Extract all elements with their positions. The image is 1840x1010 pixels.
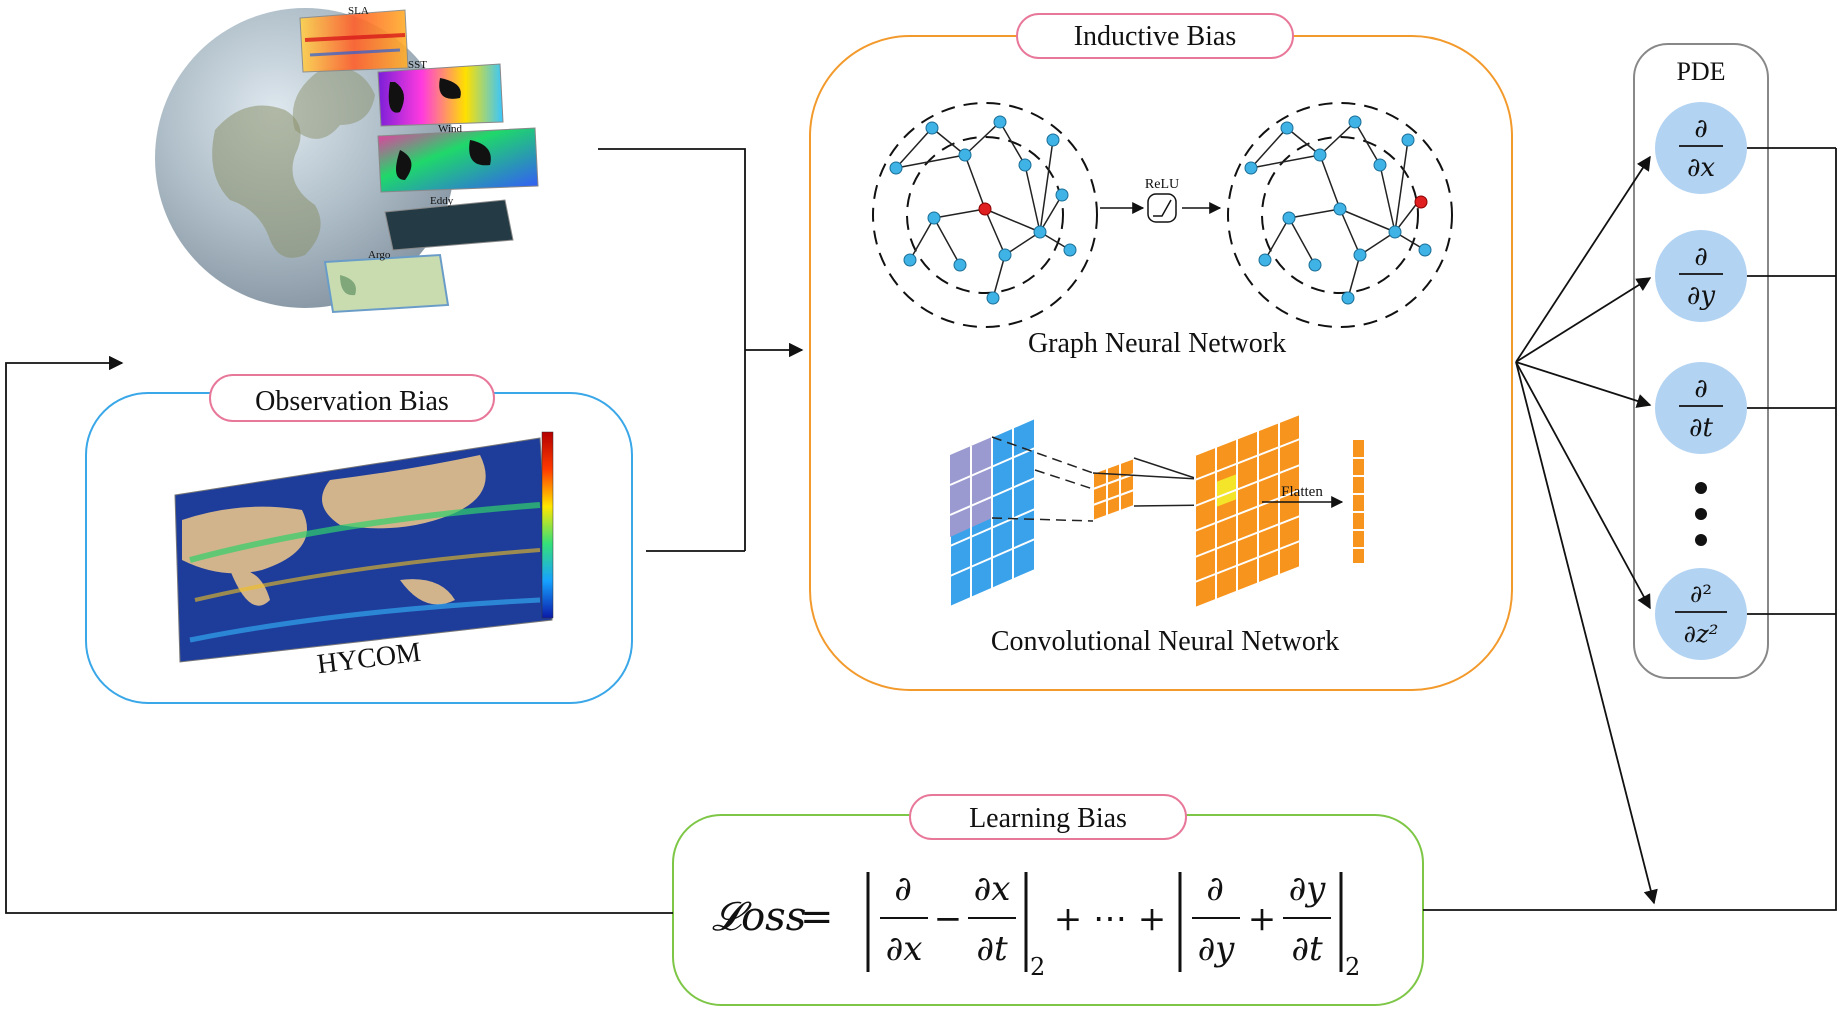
- term3-denominator: ∂y: [1198, 929, 1236, 969]
- layer-argo: Argo: [323, 249, 450, 314]
- norm1-subscript: 2: [1030, 953, 1045, 981]
- cnn-illustration: Flatten: [949, 412, 1364, 610]
- term1-minus: −: [934, 899, 963, 939]
- layer-sla: SLA: [299, 5, 409, 73]
- earth-land: [212, 105, 321, 258]
- layer-sst-label: SST: [408, 59, 427, 71]
- earth-land-2: [292, 67, 375, 139]
- pde-dx-numerator: ∂: [1694, 114, 1707, 144]
- pde-node-dy: ∂ ∂y: [1655, 230, 1747, 322]
- arrow-to-dt: [1515, 361, 1652, 408]
- bracket-vertical: [1423, 148, 1837, 911]
- gnn-label: Graph Neural Network: [1028, 328, 1286, 359]
- cnn-label: Convolutional Neural Network: [991, 626, 1339, 657]
- term1-denominator: ∂x: [886, 929, 923, 969]
- gnn-output-graph: [1227, 102, 1453, 328]
- loss-equals: =: [800, 894, 834, 940]
- relu-operator: ReLU: [1100, 177, 1222, 223]
- observation-title-pill: [209, 374, 495, 422]
- pde-dy-numerator: ∂: [1694, 242, 1707, 272]
- pde-dz2-denominator: ∂z²: [1684, 620, 1719, 648]
- layer-wind-label: Wind: [438, 123, 462, 135]
- pde-box: [1633, 43, 1769, 679]
- pde-panel: PDE ∂ ∂x ∂ ∂y ∂ ∂t ∂² ∂z²: [1633, 43, 1769, 679]
- term2-denominator: ∂t: [976, 929, 1008, 969]
- learning-bias-panel: Learning Bias 𝓛oss = ∂ ∂x − ∂x ∂t 2 + ⋯ …: [672, 794, 1424, 1006]
- learning-title-pill: [909, 794, 1187, 840]
- hycom-colorbar: [541, 431, 554, 619]
- hycom-map: [174, 431, 554, 663]
- arrow-to-dy: [1515, 277, 1652, 363]
- connectors: [5, 147, 1837, 914]
- pde-dt-denominator: ∂t: [1689, 413, 1713, 443]
- learning-title: Learning Bias: [969, 803, 1127, 834]
- pde-node-dt: ∂ ∂t: [1655, 362, 1747, 454]
- arrow-to-dz2: [1515, 361, 1651, 610]
- pde-ellipsis: [1695, 482, 1707, 546]
- pde-node-dz2: ∂² ∂z²: [1655, 568, 1747, 660]
- pde-node-dx: ∂ ∂x: [1655, 102, 1747, 194]
- observation-bias-panel: Observation Bias HYCOM: [85, 374, 633, 704]
- pde-dx-denominator: ∂x: [1687, 153, 1715, 183]
- gnn-center-node: [978, 202, 992, 216]
- earth-observation-illustration: SLA SST Wind Eddy Argo: [155, 5, 539, 314]
- loss-equation: 𝓛oss = ∂ ∂x − ∂x ∂t 2 + ⋯ + ∂ ∂y + ∂y ∂t…: [712, 869, 1360, 981]
- pde-dy-denominator: ∂y: [1687, 281, 1715, 311]
- norm2-subscript: 2: [1345, 953, 1360, 981]
- loss-ellipsis: + ⋯ +: [1054, 899, 1167, 939]
- inductive-title-pill: [1016, 13, 1294, 59]
- layer-eddy: Eddy: [384, 195, 514, 251]
- gnn-input-graph: [872, 102, 1098, 328]
- connector-earth-to-join: [598, 148, 746, 551]
- loss-symbol: 𝓛oss: [712, 894, 806, 940]
- arrow-to-loss-junction: [1515, 361, 1658, 905]
- term3-numerator: ∂: [1206, 869, 1224, 909]
- arrow-to-dx: [1515, 155, 1651, 363]
- term3-plus: +: [1248, 899, 1277, 939]
- term1-numerator: ∂: [894, 869, 912, 909]
- layer-wind: Wind: [377, 123, 539, 193]
- term2-numerator: ∂x: [974, 869, 1011, 909]
- layer-sla-label: SLA: [348, 5, 369, 17]
- layer-sst: SST: [377, 59, 504, 127]
- flatten-label: Flatten: [1281, 484, 1323, 500]
- observation-title: Observation Bias: [255, 386, 449, 417]
- inductive-title: Inductive Bias: [1074, 21, 1237, 52]
- layer-argo-label: Argo: [368, 249, 391, 261]
- inductive-bias-panel: Inductive Bias: [809, 13, 1513, 691]
- connector-loss-feedback: [5, 355, 673, 914]
- term4-denominator: ∂t: [1291, 929, 1323, 969]
- gnn-output-red-node: [1414, 195, 1428, 209]
- pde-dz2-numerator: ∂²: [1690, 580, 1712, 608]
- relu-label: ReLU: [1145, 177, 1179, 192]
- pde-dt-numerator: ∂: [1694, 374, 1707, 404]
- term4-numerator: ∂y: [1289, 869, 1327, 909]
- pde-title: PDE: [1676, 57, 1725, 86]
- layer-eddy-label: Eddy: [430, 195, 454, 207]
